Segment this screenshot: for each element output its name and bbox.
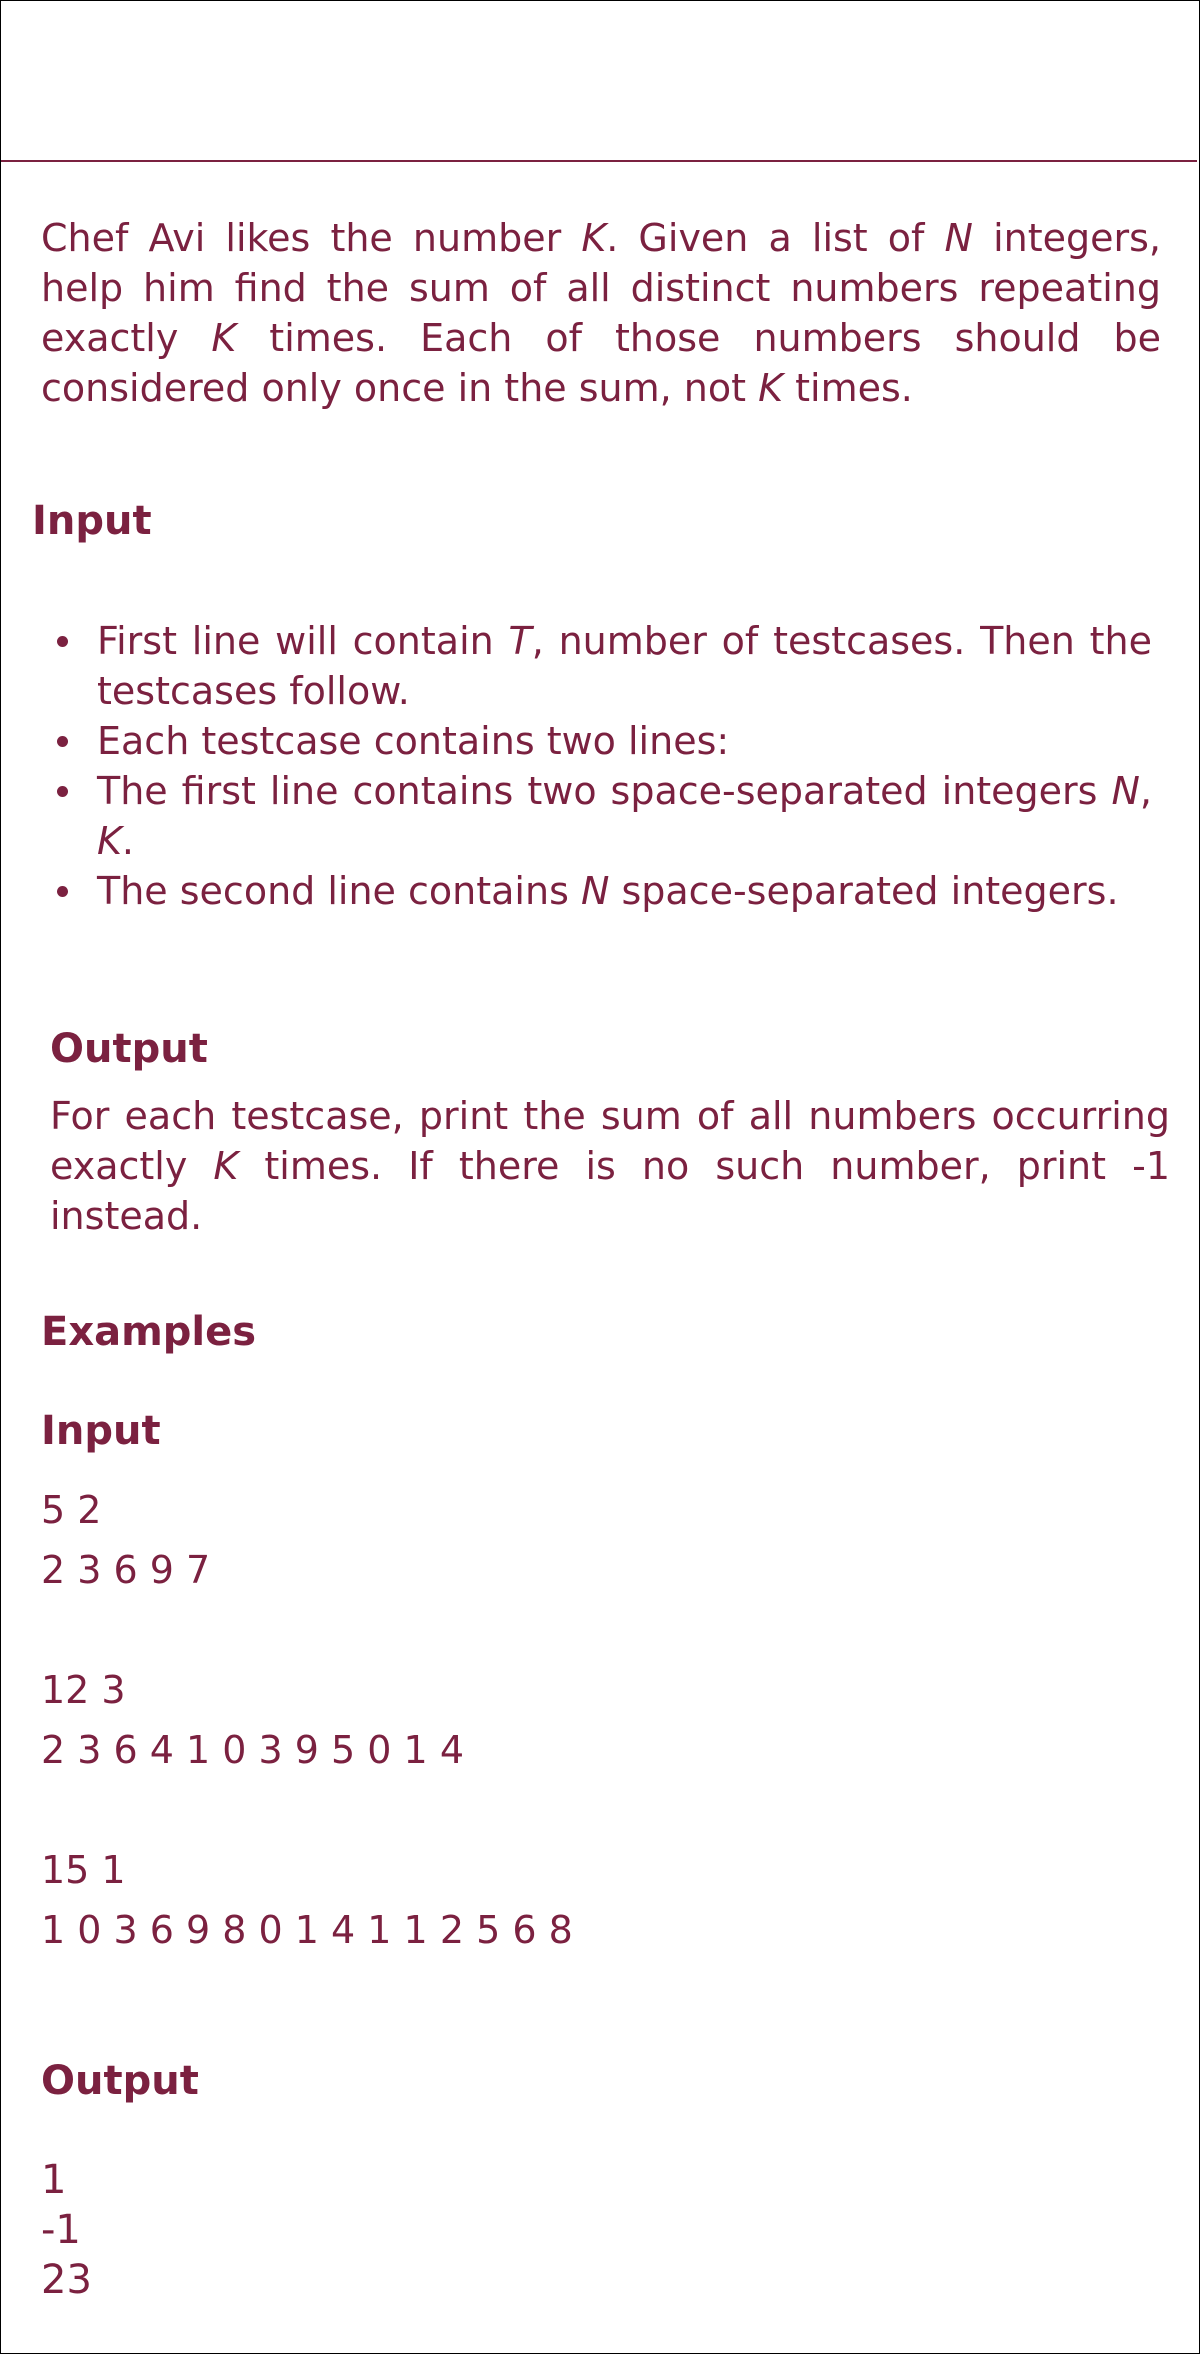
input-bullet-item: The first line contains two space-separa… xyxy=(41,766,1152,866)
example-input-line xyxy=(41,1600,573,1660)
example-output-line: -1 xyxy=(41,2207,81,2253)
examples-heading: Examples xyxy=(41,1309,257,1355)
example-output-block: 1 -1 23 xyxy=(41,2155,92,2305)
example-output-heading: Output xyxy=(41,2058,199,2104)
examples-section: Examples xyxy=(41,1307,1141,1357)
variable-n: N xyxy=(1111,769,1140,813)
example-output-line: 1 xyxy=(41,2157,67,2203)
example-input-block: 5 2 2 3 6 9 7 12 3 2 3 6 4 1 0 3 9 5 0 1… xyxy=(41,1480,573,1960)
statement-text: integers, help him find the sum of all d… xyxy=(41,216,1162,360)
input-heading: Input xyxy=(32,498,152,544)
input-bullets: First line will contain T, number of tes… xyxy=(41,616,1152,916)
statement-text: times. Each of those numbers should be c… xyxy=(41,316,1162,410)
problem-statement: Chef Avi likes the number K. Given a lis… xyxy=(41,213,1161,413)
output-section: Output For each testcase, print the sum … xyxy=(50,1024,1170,1241)
statement-text: . Given a list of xyxy=(606,216,945,260)
example-input-line: 12 3 xyxy=(41,1668,126,1712)
example-input-heading: Input xyxy=(41,1408,161,1454)
example-input-line: 15 1 xyxy=(41,1848,126,1892)
header-band xyxy=(1,1,1197,162)
statement-paragraph: Chef Avi likes the number K. Given a lis… xyxy=(41,213,1161,413)
variable-k: K xyxy=(211,316,237,360)
variable-n: N xyxy=(580,869,610,913)
variable-k: K xyxy=(213,1144,239,1188)
input-section: Input xyxy=(32,496,152,546)
statement-text: times. xyxy=(783,366,913,410)
example-output-heading-block: Output xyxy=(41,2056,199,2106)
statement-text: Chef Avi likes the number xyxy=(41,216,582,260)
output-description: For each testcase, print the sum of all … xyxy=(50,1094,1170,1238)
variable-k: K xyxy=(97,819,122,863)
example-input-heading-block: Input xyxy=(41,1406,161,1456)
input-bullet-list: First line will contain T, number of tes… xyxy=(41,616,1152,916)
variable-k: K xyxy=(758,366,784,410)
example-input-line: 2 3 6 9 7 xyxy=(41,1548,211,1592)
example-input-line: 5 2 xyxy=(41,1488,102,1532)
example-input-line: 1 0 3 6 9 8 0 1 4 1 1 2 5 6 8 xyxy=(41,1908,573,1952)
example-input-line xyxy=(41,1780,573,1840)
output-heading: Output xyxy=(50,1026,208,1072)
variable-k: K xyxy=(581,216,607,260)
input-bullet-item: First line will contain T, number of tes… xyxy=(41,616,1152,716)
variable-t: T xyxy=(508,619,532,663)
example-input-line: 2 3 6 4 1 0 3 9 5 0 1 4 xyxy=(41,1728,464,1772)
input-bullet-item: Each testcase contains two lines: xyxy=(41,716,1152,766)
input-bullet-item: The second line contains N space-separat… xyxy=(41,866,1152,916)
example-output-line: 23 xyxy=(41,2257,92,2303)
variable-n: N xyxy=(944,216,973,260)
